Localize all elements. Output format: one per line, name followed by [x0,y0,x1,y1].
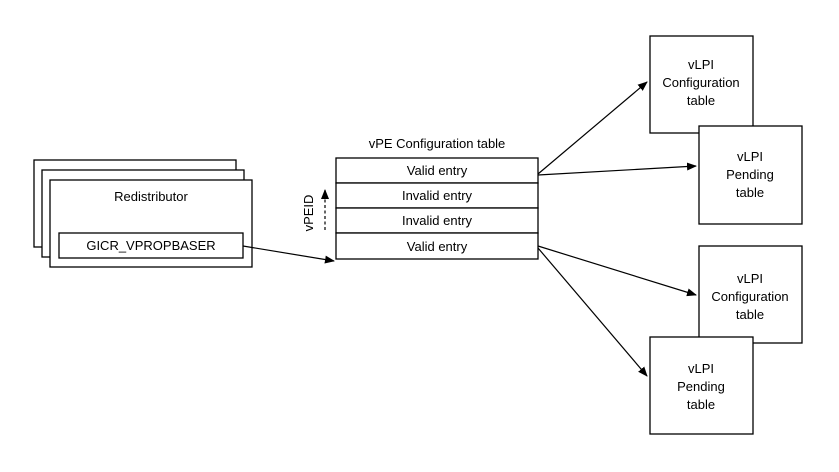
vpe-entry-label: Valid entry [407,163,468,178]
vlpi-table-label: vLPI [688,361,714,376]
vlpi-table-label: table [687,93,715,108]
vlpi-table-box [649,336,754,435]
vlpi-table-label: Pending [726,167,774,182]
vlpi-config-table-top: vLPI Configuration table [649,35,754,134]
arrow-valid-entry-to-pending-top [537,162,697,176]
vlpi-table-label: table [687,397,715,412]
vlpi-table-label: Pending [677,379,725,394]
vpe-table-title: vPE Configuration table [369,136,506,151]
vpeid-label: vPEID [301,195,316,232]
redistributor-stack: Redistributor GICR_VPROPBASER [33,159,253,268]
vlpi-table-label: table [736,307,764,322]
register-box [58,232,244,259]
vlpi-table-label: Configuration [711,289,788,304]
arrow-valid-entry-to-config-top [537,81,648,175]
vpe-configuration-table: vPE Configuration table Valid entry Inva… [335,136,539,260]
vlpi-table-box [649,35,754,134]
vpe-entry-label: Valid entry [407,239,468,254]
redistributor-title: Redistributor [114,189,188,204]
arrow-register-to-vpe-table [242,245,335,264]
vlpi-table-label: vLPI [688,57,714,72]
vpe-entry-row [335,182,539,209]
vpeid-axis: vPEID [301,189,329,232]
vlpi-table-label: table [736,185,764,200]
vlpi-pending-table-top: vLPI Pending table [698,125,803,225]
vlpi-table-box [698,245,803,344]
vpe-entry-row [335,232,539,260]
arrow-valid-entry-to-config-bottom [537,245,697,297]
vpe-entry-label: Invalid entry [402,188,473,203]
vlpi-config-table-bottom: vLPI Configuration table [698,245,803,344]
vpe-entry-label: Invalid entry [402,213,473,228]
connectors [242,81,697,377]
vlpi-table-label: vLPI [737,271,763,286]
vlpi-table-label: Configuration [662,75,739,90]
vlpi-table-label: vLPI [737,149,763,164]
arrow-valid-entry-to-pending-bottom [537,247,648,377]
register-label: GICR_VPROPBASER [86,238,215,253]
vlpi-table-box [698,125,803,225]
vlpi-pending-table-bottom: vLPI Pending table [649,336,754,435]
